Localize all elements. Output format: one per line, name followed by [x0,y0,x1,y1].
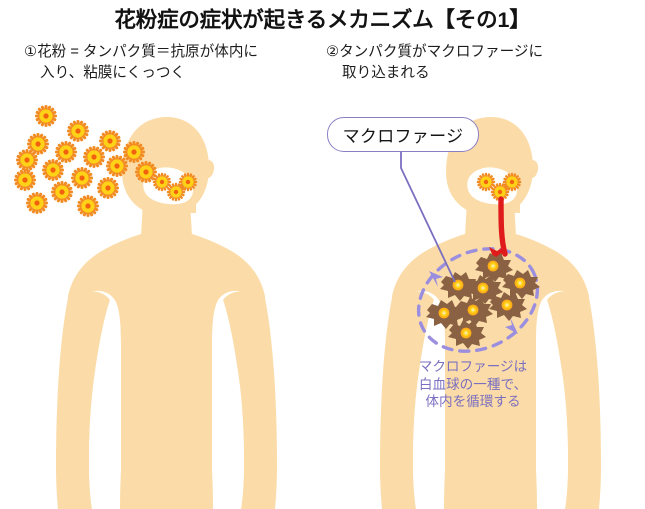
caption-step-2-line-1: ②タンパク質がマクロファージに [326,44,544,60]
circulation-note: マクロファージは 白血球の一種で、 体内を循環する [398,358,548,411]
circulation-note-line-1: マクロファージは [418,359,528,374]
circulation-note-line-2: 白血球の一種で、 [418,376,528,392]
red-arrow-icon [489,196,508,266]
caption-step-1-line-2: 入り、粘膜にくっつく [40,64,186,81]
callout-leader-line-icon [400,152,456,283]
left-body-silhouette [56,117,277,509]
caption-step-2-line-2: 取り込まれる [342,64,430,81]
caption-step-2: ②タンパク質がマクロファージに 取り込まれる [326,42,543,83]
macrophage-callout-label: マクロファージ [342,127,464,146]
circulation-note-line-3: 体内を循環する [425,394,521,410]
page-title: 花粉症の症状が起きるメカニズム【その1】 [114,8,531,32]
right-body-silhouette [380,117,601,509]
macrophage-callout-box: マクロファージ [327,117,479,152]
circulation-arrow-icon [429,271,518,334]
dashed-ellipse-icon [416,247,540,353]
caption-step-1: ①花粉 = タンパク質＝抗原が体内に 入り、粘膜にくっつく [24,42,258,83]
caption-step-1-line-1: ①花粉 = タンパク質＝抗原が体内に [24,44,259,60]
